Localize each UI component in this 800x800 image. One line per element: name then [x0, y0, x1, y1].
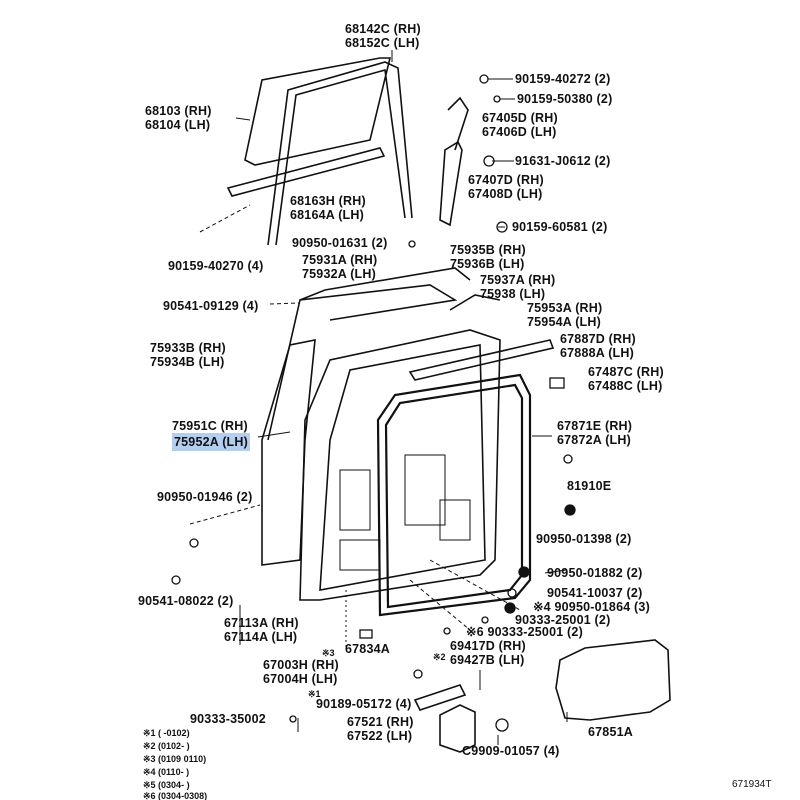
part-label-67407d: 67407D (RH)67408D (LH) [468, 173, 544, 201]
part-label-90333-25001-a: 90333-25001 (2) [515, 613, 611, 627]
lock-assembly [413, 684, 476, 753]
footnote: ※3 (0109 0110) [143, 754, 207, 764]
part-label-75933b: 75933B (RH)75934B (LH) [150, 341, 226, 369]
part-label-90159-40272: 90159-40272 (2) [515, 72, 611, 86]
part-label-90950-01946: 90950-01946 (2) [157, 490, 253, 504]
window-glass [244, 57, 392, 166]
run-channel [267, 61, 413, 246]
part-label-75937a: 75937A (RH)75938 (LH) [480, 273, 556, 301]
service-hole-cover [555, 639, 671, 721]
part-label-90950-01631: 90950-01631 (2) [292, 236, 388, 250]
part-label-81910e: 81910E [567, 479, 612, 493]
part-label-75951c[interactable]: 75951C (RH)75952A (LH) [172, 419, 250, 451]
part-label-67405d: 67405D (RH)67406D (LH) [482, 111, 558, 139]
part-label-90333-35002: 90333-35002 [190, 712, 266, 726]
footnote: ※6 (0304-0308) [143, 791, 208, 800]
part-label-68142c: 68142C (RH)68152C (LH) [345, 22, 421, 50]
part-label-67851a: 67851A [588, 725, 633, 739]
part-label-90541-09129: 90541-09129 (4) [163, 299, 259, 313]
part-label-67834a: 67834A [345, 642, 390, 656]
part-label-90159-60581: 90159-60581 (2) [512, 220, 608, 234]
part-label-90950-01882: 90950-01882 (2) [547, 566, 643, 580]
part-label-67003h: 67003H (RH)67004H (LH) [263, 658, 339, 686]
note-mark-3: ※3 [322, 648, 335, 658]
part-label-67887d: 67887D (RH)67888A (LH) [560, 332, 636, 360]
part-label-90159-50380: 90159-50380 (2) [517, 92, 613, 106]
part-label-67487c: 67487C (RH)67488C (LH) [588, 365, 664, 393]
part-label-90189-05172: 90189-05172 (4) [316, 697, 412, 711]
highlighted-part-75952a[interactable]: 75952A (LH) [172, 433, 250, 451]
part-label-90541-10037: 90541-10037 (2) [547, 586, 643, 600]
leader-lines [189, 50, 568, 745]
note-mark-2: ※2 [433, 652, 446, 662]
part-label-69417d: 69417D (RH)69427B (LH) [450, 639, 526, 667]
part-label-90333-25001-b: ※6 90333-25001 (2) [466, 625, 583, 639]
part-label-c9909-01057: C9909-01057 (4) [462, 744, 560, 758]
part-label-67113a: 67113A (RH)67114A (LH) [224, 616, 299, 644]
part-label-75953a: 75953A (RH)75954A (LH) [527, 301, 603, 329]
footnote: ※4 (0110- ) [143, 767, 190, 777]
lower-glass-channel [226, 147, 386, 197]
note-mark-1: ※1 [308, 689, 321, 699]
part-label-90159-40270: 90159-40270 (4) [168, 259, 264, 273]
rear-channels [439, 96, 469, 227]
part-label-68163h: 68163H (RH)68164A (LH) [290, 194, 366, 222]
part-label-90950-01864: ※4 90950-01864 (3) [533, 600, 650, 614]
part-label-90541-08022: 90541-08022 (2) [138, 594, 234, 608]
door-outer-panel [261, 329, 501, 601]
weatherstrip [376, 373, 532, 617]
part-label-67521: 67521 (RH)67522 (LH) [347, 715, 414, 743]
footnote: ※2 (0102- ) [143, 741, 190, 751]
part-label-91631-j0612: 91631-J0612 (2) [515, 154, 611, 168]
part-label-75931a: 75931A (RH)75932A (LH) [302, 253, 378, 281]
part-label-90950-01398: 90950-01398 (2) [536, 532, 632, 546]
interior-cutouts [339, 454, 471, 571]
part-label-67871e: 67871E (RH)67872A (LH) [557, 419, 633, 447]
footnote: ※1 ( -0102) [143, 728, 190, 738]
fasteners [171, 74, 576, 732]
diagram-code: 671934T [732, 779, 772, 790]
footnote: ※5 (0304- ) [143, 780, 190, 790]
part-label-75935b: 75935B (RH)75936B (LH) [450, 243, 526, 271]
part-label-68103: 68103 (RH)68104 (LH) [145, 104, 212, 132]
